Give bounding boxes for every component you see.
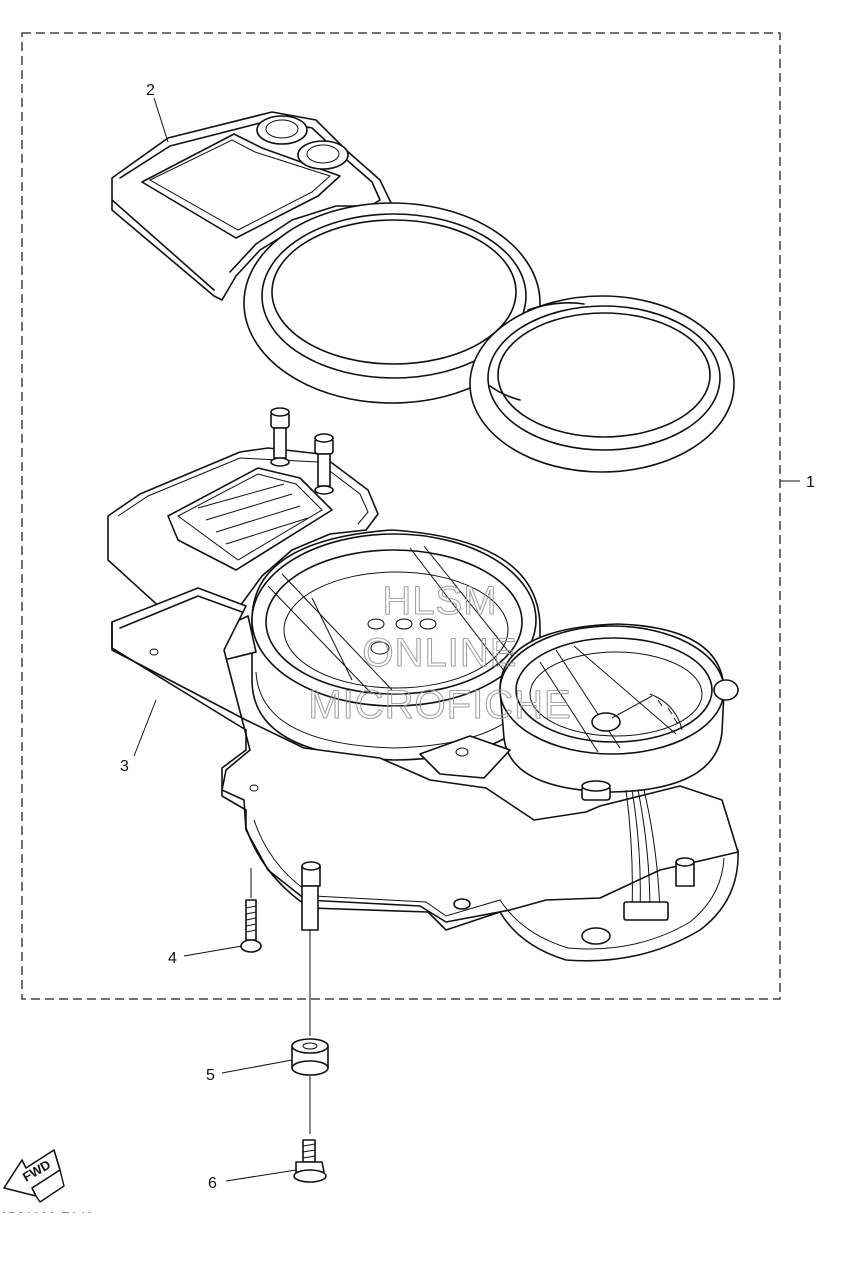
callout-4: 4	[168, 945, 243, 967]
bolt-part[interactable]	[293, 1139, 327, 1183]
watermark-line-2: ONLINE	[363, 631, 518, 675]
callout-6: 6	[208, 1169, 297, 1192]
rear-case-part[interactable]	[111, 587, 739, 962]
watermark: HLSM ONLINE MICROFICHE	[308, 578, 571, 727]
mounting-stud-left	[270, 407, 290, 467]
callout-3: 3	[120, 699, 157, 775]
screw-part[interactable]	[240, 868, 262, 953]
callout-6-label: 6	[208, 1175, 217, 1192]
callout-2: 2	[146, 82, 169, 143]
watermark-line-3: MICROFICHE	[308, 683, 571, 727]
callout-1-label: 1	[806, 474, 815, 491]
callout-3-label: 3	[120, 758, 129, 775]
bottom-mask	[0, 1213, 846, 1267]
assembly-boundary	[21, 32, 781, 1000]
meter-cover-part[interactable]	[111, 111, 735, 473]
callout-2-label: 2	[146, 82, 155, 99]
mounting-stud-right	[314, 433, 334, 495]
callout-1: 1	[780, 474, 815, 491]
meter-assembly-part[interactable]	[107, 407, 739, 801]
grommet-part[interactable]	[291, 930, 329, 1134]
callout-4-label: 4	[168, 950, 177, 967]
callout-5: 5	[206, 1059, 293, 1084]
watermark-line-1: HLSM	[382, 579, 497, 623]
fwd-arrow-icon: FWD	[3, 1149, 65, 1203]
callout-5-label: 5	[206, 1067, 215, 1084]
